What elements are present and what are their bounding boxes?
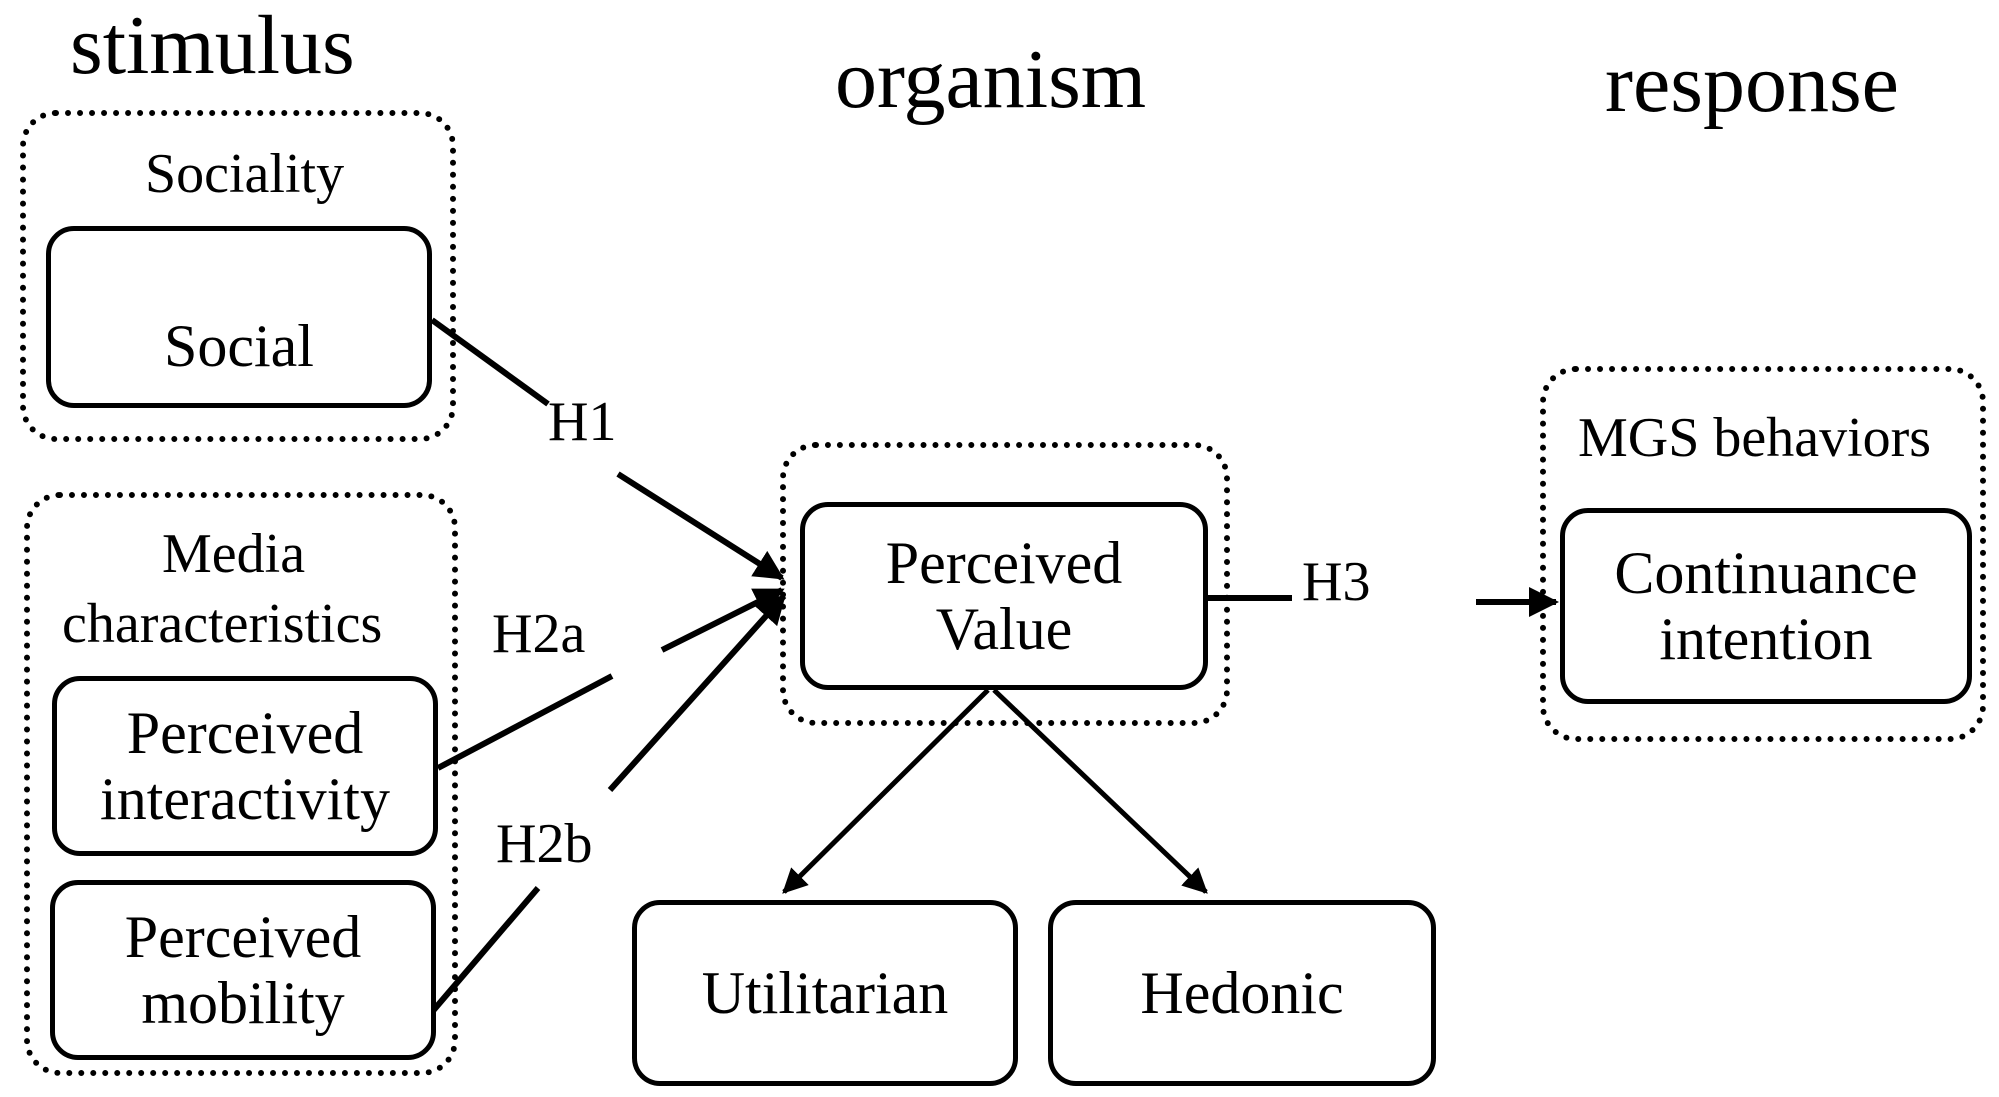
hypothesis-h1: H1 bbox=[548, 391, 617, 453]
header-organism: organism bbox=[835, 33, 1147, 126]
hypothesis-h3: H3 bbox=[1302, 551, 1371, 613]
node-social: Social bbox=[46, 226, 432, 408]
node-interactivity-line2: interactivity bbox=[100, 766, 390, 832]
hypothesis-h2b: H2b bbox=[496, 813, 593, 875]
hypothesis-h2a: H2a bbox=[492, 603, 586, 665]
node-continuance-line1: Continuance bbox=[1614, 540, 1918, 606]
node-continuance-intention: Continuance intention bbox=[1560, 508, 1972, 704]
node-perceived-mobility: Perceived mobility bbox=[50, 880, 436, 1060]
group-title-media: Media bbox=[162, 523, 306, 585]
node-perceived-interactivity: Perceived interactivity bbox=[52, 676, 438, 856]
node-mobility-line1: Perceived bbox=[124, 904, 362, 970]
header-stimulus: stimulus bbox=[70, 0, 355, 92]
h2a-line-lower bbox=[436, 673, 614, 771]
h2b-line-lower bbox=[429, 886, 541, 1014]
header-response: response bbox=[1605, 37, 1899, 130]
group-perceived-value bbox=[780, 442, 1230, 726]
group-media-characteristics bbox=[24, 492, 458, 1076]
group-title-mgs-behaviors: MGS behaviors bbox=[1578, 407, 1932, 469]
node-hedonic: Hedonic bbox=[1048, 900, 1436, 1086]
group-title-characteristics: characteristics bbox=[62, 593, 383, 655]
h1-arrow bbox=[616, 471, 785, 581]
node-continuance-line2: intention bbox=[1659, 606, 1873, 672]
node-hedonic-label: Hedonic bbox=[1140, 960, 1344, 1026]
group-title-sociality: Sociality bbox=[145, 143, 345, 205]
group-mgs-behaviors bbox=[1540, 366, 1986, 742]
node-mobility-line2: mobility bbox=[141, 970, 345, 1036]
node-utilitarian: Utilitarian bbox=[632, 900, 1018, 1086]
group-sociality bbox=[20, 110, 456, 442]
node-perceived-value: Perceived Value bbox=[800, 502, 1208, 690]
node-value-line2: Value bbox=[935, 596, 1073, 662]
node-utilitarian-label: Utilitarian bbox=[701, 960, 949, 1026]
node-social-label: Social bbox=[164, 313, 314, 379]
h2b-arrow bbox=[607, 593, 787, 793]
node-value-line1: Perceived bbox=[885, 530, 1123, 596]
node-interactivity-line1: Perceived bbox=[126, 700, 364, 766]
